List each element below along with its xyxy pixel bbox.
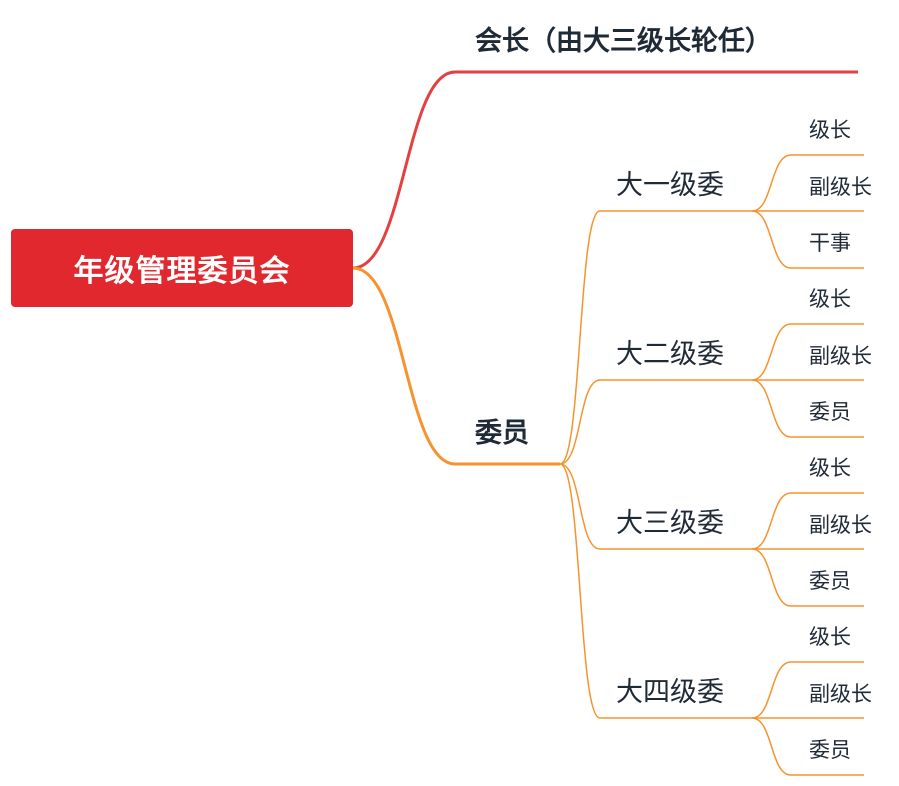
- class2-member-1[interactable]: 级长: [809, 287, 851, 311]
- root-node-label: 年级管理委员会: [73, 254, 291, 289]
- class-committee-3[interactable]: 大三级委: [616, 508, 724, 539]
- class2-member-2[interactable]: 副级长: [809, 344, 872, 368]
- connector-committee-class1: [559, 210, 752, 465]
- connector-class2-m1: [751, 323, 864, 381]
- connector-class3-m3: [751, 548, 864, 607]
- connector-root-committee: [352, 266, 560, 466]
- connector-committee-class4: [559, 463, 752, 719]
- class-committee-2[interactable]: 大二级委: [616, 339, 724, 370]
- branch-committee[interactable]: 委员: [475, 418, 529, 449]
- connector-committee-class2: [559, 379, 752, 465]
- class4-member-1[interactable]: 级长: [809, 625, 851, 649]
- root-node[interactable]: 年级管理委员会: [11, 229, 353, 307]
- connector-class1-m3: [751, 210, 864, 269]
- class3-member-1[interactable]: 级长: [809, 456, 851, 480]
- class4-member-2[interactable]: 副级长: [809, 682, 872, 706]
- connector-class4-m1: [751, 661, 864, 719]
- class1-member-1[interactable]: 级长: [809, 118, 851, 142]
- class3-member-3[interactable]: 委员: [809, 569, 851, 593]
- class4-member-3[interactable]: 委员: [809, 738, 851, 762]
- connector-root-president: [352, 70, 858, 270]
- connector-class4-m3: [751, 717, 864, 776]
- class3-member-2[interactable]: 副级长: [809, 513, 872, 537]
- class2-member-3[interactable]: 委员: [809, 400, 851, 424]
- connector-class1-m1: [751, 154, 864, 212]
- class1-member-3[interactable]: 干事: [809, 231, 851, 255]
- class-committee-1[interactable]: 大一级委: [616, 170, 724, 201]
- connector-class3-m1: [751, 492, 864, 550]
- class-committee-4[interactable]: 大四级委: [616, 677, 724, 708]
- branch-president[interactable]: 会长（由大三级长轮任）: [475, 26, 772, 57]
- class1-member-2[interactable]: 副级长: [809, 175, 872, 199]
- connector-class2-m3: [751, 379, 864, 438]
- connector-committee-class3: [559, 463, 752, 550]
